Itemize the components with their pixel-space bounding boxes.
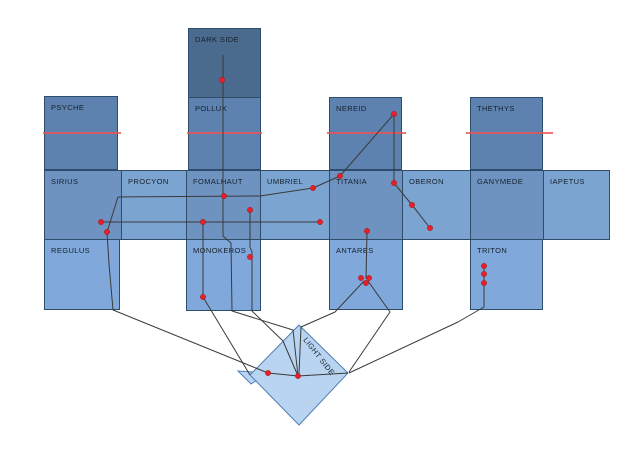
connection-edge[interactable] bbox=[249, 210, 299, 377]
region-label: THETHYS bbox=[477, 104, 515, 113]
connection-edge[interactable] bbox=[348, 266, 485, 374]
station-dot[interactable] bbox=[481, 280, 487, 286]
region-label: TITANIA bbox=[336, 177, 367, 186]
station-dot[interactable] bbox=[481, 271, 487, 277]
connection-edge[interactable] bbox=[365, 230, 368, 280]
connection-edge[interactable] bbox=[297, 372, 349, 377]
region-label: UMBRIEL bbox=[267, 177, 304, 186]
connection-edge[interactable] bbox=[298, 280, 365, 375]
station-dot[interactable] bbox=[391, 180, 397, 186]
region-label: MONOKEROS bbox=[193, 246, 247, 255]
region-label: PSYCHE bbox=[51, 103, 85, 112]
station-dot[interactable] bbox=[295, 373, 301, 379]
station-dot[interactable] bbox=[358, 275, 364, 281]
station-dot[interactable] bbox=[391, 111, 397, 117]
region-procyon[interactable]: PROCYON bbox=[121, 170, 187, 240]
station-dot[interactable] bbox=[409, 202, 415, 208]
station-dot[interactable] bbox=[363, 280, 369, 286]
region-label: IAPETUS bbox=[550, 177, 585, 186]
station-dot[interactable] bbox=[427, 225, 433, 231]
region-dark-side[interactable]: DARK SIDE bbox=[188, 28, 261, 98]
station-dot[interactable] bbox=[98, 219, 104, 225]
region-regulus[interactable]: REGULUS bbox=[44, 239, 120, 310]
connection-edge[interactable] bbox=[202, 222, 251, 376]
region-ganymede[interactable]: GANYMEDE bbox=[470, 170, 544, 240]
station-dot[interactable] bbox=[481, 263, 487, 269]
connection-edge[interactable] bbox=[117, 113, 431, 229]
station-dot[interactable] bbox=[317, 219, 323, 225]
station-dot[interactable] bbox=[364, 228, 370, 234]
region-label: REGULUS bbox=[51, 246, 91, 255]
station-dot[interactable] bbox=[221, 193, 227, 199]
station-dot[interactable] bbox=[247, 207, 253, 213]
station-dot[interactable] bbox=[337, 173, 343, 179]
region-label: OBERON bbox=[409, 177, 444, 186]
region-label: GANYMEDE bbox=[477, 177, 524, 186]
station-dot[interactable] bbox=[219, 77, 225, 83]
region-label: POLLUX bbox=[195, 104, 227, 113]
region-monokeros[interactable]: MONOKEROS bbox=[186, 239, 261, 311]
station-dot[interactable] bbox=[247, 254, 253, 260]
connection-edge[interactable] bbox=[222, 55, 299, 377]
station-dot[interactable] bbox=[265, 370, 271, 376]
region-label: SIRIUS bbox=[51, 177, 79, 186]
region-sirius[interactable]: SIRIUS bbox=[44, 170, 122, 240]
station-dot[interactable] bbox=[310, 185, 316, 191]
region-label: NEREID bbox=[336, 104, 367, 113]
region-label: ANTARES bbox=[336, 246, 374, 255]
station-dot[interactable] bbox=[104, 229, 110, 235]
region-label: FOMALHAUT bbox=[193, 177, 243, 186]
region-label: PROCYON bbox=[128, 177, 169, 186]
region-label: DARK SIDE bbox=[195, 35, 240, 44]
connection-edge[interactable] bbox=[348, 280, 391, 373]
connection-edge[interactable] bbox=[106, 196, 299, 377]
station-dot[interactable] bbox=[200, 219, 206, 225]
station-dot[interactable] bbox=[200, 294, 206, 300]
region-label: TRITON bbox=[477, 246, 508, 255]
station-dot[interactable] bbox=[366, 275, 372, 281]
region-iapetus[interactable]: IAPETUS bbox=[543, 170, 610, 240]
